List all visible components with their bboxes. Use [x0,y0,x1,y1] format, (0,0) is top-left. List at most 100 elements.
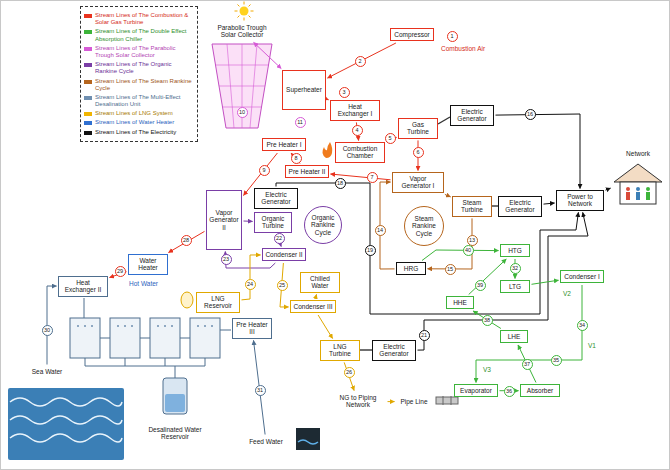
node-text: Heat Exchanger II [61,279,105,294]
component-box: LTG [500,280,530,293]
legend-text: Stream Lines of The Double Effect Absorp… [95,28,194,42]
component-box: Power to Network [556,190,604,211]
stream-number: 14 [375,225,386,236]
stream-number: 10 [237,107,248,118]
node-text: HRG [404,265,418,272]
legend-entry: Stream Lines of The Multi-Effect Desalin… [84,94,194,108]
node-text: Steam Rankine Cycle [407,215,441,237]
stream-number: 21 [419,330,430,341]
node-text: Gas Turbine [401,121,435,136]
component-box: Electric Generator [254,188,298,209]
legend-swatch [84,131,92,135]
node-text: Condenser I [564,273,599,280]
stream-line [276,183,578,314]
component-box: Combustion Chamber [335,142,385,163]
legend-text: Stream Lines of The Parabolic Trough Sol… [95,45,194,59]
node-text: LHE [508,333,521,340]
legend-entry: Stream Lines of Water Heater [84,119,194,126]
node-text: Electric Generator [257,191,295,206]
stream-line [606,188,611,190]
node-text: Network [626,150,650,157]
stream-line [254,42,282,68]
component-box: Chilled Water [300,272,340,293]
component-box: Evaporator [454,384,498,397]
node-text: Power to Network [559,193,601,208]
node-text: Electric Generator [375,343,413,358]
legend-text: Stream Lines of Water Heater [95,119,174,126]
text-label: V2 [562,290,572,297]
stream-line [445,194,451,197]
stream-number: 39 [475,280,486,291]
node-text: LNG Reservoir [199,295,237,310]
component-box: HRG [396,262,426,275]
node-text: Parabolic Trough Solar Collector [210,24,274,39]
legend-entry: Stream Lines of The Electricity [84,129,194,136]
stream-number: 9 [259,165,270,176]
stream-number: 38 [482,315,493,326]
component-box: Absorber [520,384,560,397]
legend-text: Stream Lines of The Electricity [95,129,176,136]
legend-text: Stream Lines of The Combustion & Solar G… [95,12,194,26]
legend-text: Stream Lines of The Multi-Effect Desalin… [95,94,194,108]
legend-entry: Stream Lines of LNG System [84,110,194,117]
stream-line [254,340,266,434]
stream-number: 7 [367,172,378,183]
component-box: Pre Heater II [285,165,329,178]
stream-number: 2 [355,56,366,67]
legend-entry: Stream Lines of The Combustion & Solar G… [84,12,194,26]
stream-line [518,345,536,383]
stream-line [318,315,333,339]
node-text: Vapor Generator II [209,209,239,231]
component-label: Sea Water [24,366,70,377]
legend-swatch [84,63,92,67]
node-text: NG to Piping Network [332,394,384,409]
stream-number: 8 [291,153,302,164]
stream-line [344,362,354,390]
stream-number: 30 [42,325,53,336]
node-text: Vapor Generator I [395,175,441,190]
feed-water-icon [296,428,320,450]
node-text: Feed Water [249,438,283,445]
component-box: HHE [446,296,474,309]
component-label: Pipe Line [396,396,432,407]
component-label: Network [612,148,664,206]
stream-number: 23 [221,254,232,265]
node-text: Condenser II [265,251,302,258]
node-text: HTG [508,247,522,254]
node-text: Desalinated Water Reservoir [142,426,208,441]
component-box: Vapor Generator I [392,172,444,193]
stream-line [496,114,581,189]
node-text: Organic Rankine Cycle [307,214,339,236]
legend-swatch [84,80,92,84]
node-text: Electric Generator [453,108,491,123]
component-box: LNG Reservoir [196,292,240,313]
stream-number: 37 [522,359,533,370]
node-text: Absorber [527,387,553,394]
node-text: Organic Turbine [257,215,289,230]
node-text: Pre Heater II [289,168,326,175]
sea-water-image [8,388,124,460]
node-text: HHE [453,299,467,306]
node-text: LTG [509,283,521,290]
text-label: Combustion Air [440,45,486,52]
text-label: Hot Water [128,280,159,287]
component-box: Electric Generator [450,105,494,126]
legend-entry: Stream Lines of The Double Effect Absorp… [84,28,194,42]
legend-swatch [84,30,92,34]
stream-line [169,231,205,252]
stream-number: 25 [277,280,288,291]
component-label: Desalinated Water Reservoir [140,424,210,443]
stream-number: 5 [385,133,396,144]
legend-swatch [84,14,92,18]
node-text: Evaporator [460,387,492,394]
stream-number: 15 [445,264,456,275]
legend-swatch [84,47,92,51]
node-text: LNG Turbine [323,343,357,358]
stream-number: 16 [525,109,536,120]
lng-tank-icon [181,292,193,308]
component-box: Organic Turbine [254,212,292,233]
component-box: Compressor [390,28,434,41]
sun-icon [235,2,254,21]
component-box: Electric Generator [372,340,416,361]
component-box: Electric Generator [498,196,542,217]
